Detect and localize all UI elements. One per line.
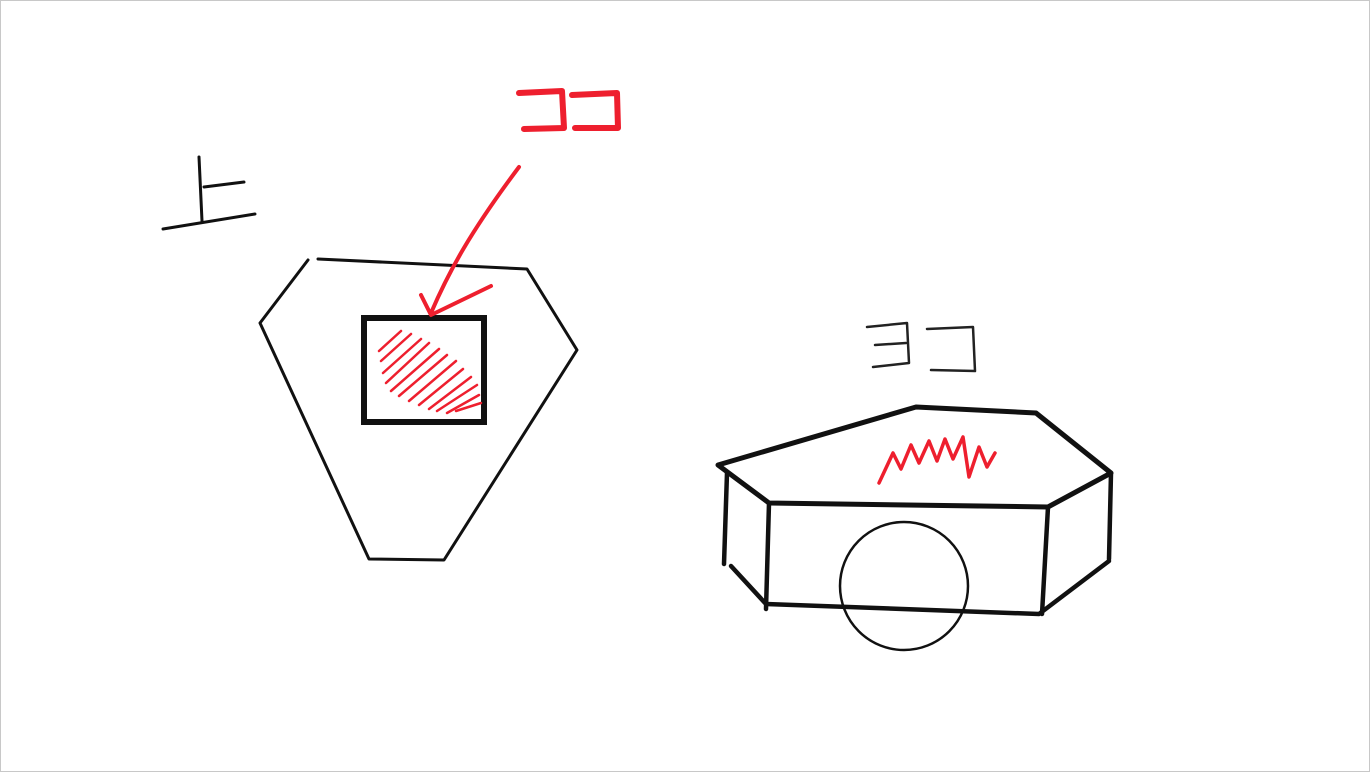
top-view-label-stroke-base bbox=[161, 212, 257, 231]
side-view-left-edge bbox=[721, 470, 730, 567]
side-view-label-ko bbox=[925, 325, 977, 373]
side-view-label: ヨコ bbox=[861, 321, 977, 373]
highlight-arrow-head bbox=[419, 284, 493, 317]
side-view-top-scribble bbox=[877, 435, 997, 485]
highlight-label-ko-2 bbox=[569, 90, 621, 131]
top-view-outline bbox=[258, 257, 579, 562]
top-view-label-text: 上 bbox=[206, 213, 207, 216]
top-view-target-box bbox=[361, 315, 487, 425]
top-view-target-scribble bbox=[377, 329, 483, 415]
top-view-drawing: 上 ココ bbox=[161, 88, 621, 562]
side-view-bottom-edge bbox=[728, 558, 1112, 617]
highlight-label-text: ココ bbox=[516, 128, 518, 130]
side-view-drawing: ヨコ bbox=[715, 321, 1114, 652]
side-view-right-edge bbox=[1106, 470, 1114, 562]
highlight-arrow-shaft bbox=[429, 165, 521, 315]
highlight-label: ココ bbox=[516, 88, 621, 132]
top-view-label: 上 bbox=[161, 155, 257, 231]
side-view-label-text: ヨコ bbox=[861, 367, 863, 370]
side-view-label-yo bbox=[865, 321, 911, 369]
side-view-front-right-edge bbox=[1039, 504, 1051, 617]
top-view-label-stroke-middle bbox=[202, 180, 246, 189]
side-view-wheel bbox=[838, 520, 970, 652]
side-view-front-left-edge bbox=[763, 500, 772, 612]
highlight-label-ko-1 bbox=[516, 88, 567, 132]
top-view-label-stroke-vertical bbox=[197, 155, 204, 223]
